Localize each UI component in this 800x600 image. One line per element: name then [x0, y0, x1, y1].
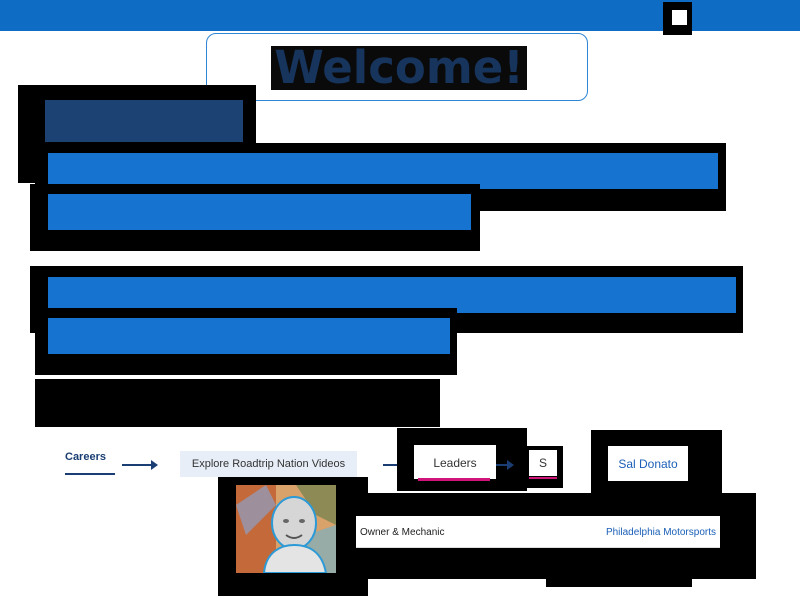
- divider: [356, 547, 720, 548]
- redacted-bar: [48, 277, 736, 313]
- redacted-bar: [45, 100, 243, 142]
- square-icon: [672, 10, 687, 25]
- redacted-block: [35, 379, 440, 427]
- page-title: Welcome!: [271, 45, 527, 90]
- leaders-underline: [418, 478, 490, 481]
- redacted-bar: [48, 318, 450, 354]
- company-link[interactable]: Philadelphia Motorsports: [605, 527, 716, 538]
- breadcrumb-letter-s[interactable]: S: [529, 450, 557, 476]
- redacted-bar: [48, 194, 471, 230]
- breadcrumb-careers[interactable]: Careers: [65, 449, 115, 475]
- connector-line: [496, 460, 514, 470]
- breadcrumb-leaders[interactable]: Leaders: [414, 445, 496, 479]
- breadcrumb-explore-videos[interactable]: Explore Roadtrip Nation Videos: [180, 451, 357, 477]
- redacted-bar: [48, 153, 718, 189]
- close-button[interactable]: [663, 2, 692, 35]
- occupation-text: Owner & Mechanic: [360, 527, 445, 538]
- portrait-photo-icon: [236, 485, 336, 573]
- arrow-right-icon: [122, 460, 158, 470]
- profile-frame: [546, 575, 692, 587]
- welcome-card: Welcome!: [206, 33, 588, 101]
- letter-underline: [529, 477, 557, 479]
- breadcrumb-sal-donato[interactable]: Sal Donato: [608, 446, 688, 481]
- profile-card: Owner & Mechanic Philadelphia Motorsport…: [356, 516, 720, 548]
